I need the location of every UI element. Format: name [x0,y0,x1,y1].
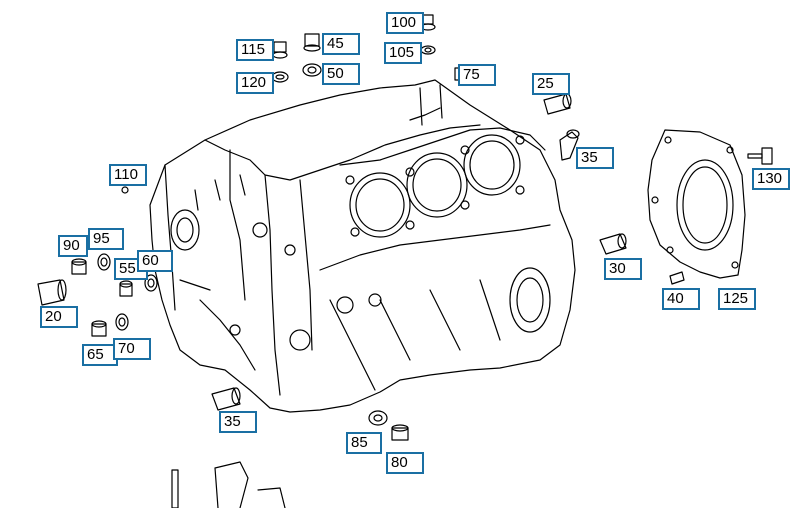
callout-105[interactable]: 105 [384,42,422,64]
callout-120[interactable]: 120 [236,72,274,94]
callout-125[interactable]: 125 [718,288,756,310]
callout-35-top[interactable]: 35 [576,147,614,169]
callout-130[interactable]: 130 [752,168,790,190]
callout-70[interactable]: 70 [113,338,151,360]
callout-100[interactable]: 100 [386,12,424,34]
callout-110[interactable]: 110 [109,164,147,186]
callout-45[interactable]: 45 [322,33,360,55]
callout-50[interactable]: 50 [322,63,360,85]
callout-75[interactable]: 75 [458,64,496,86]
callout-85[interactable]: 85 [346,432,382,454]
small-parts [37,14,773,508]
callout-30[interactable]: 30 [604,258,642,280]
callout-60[interactable]: 60 [137,250,173,272]
callout-95[interactable]: 95 [88,228,124,250]
callout-20[interactable]: 20 [40,306,78,328]
callout-80[interactable]: 80 [386,452,424,474]
callout-35-bottom[interactable]: 35 [219,411,257,433]
rear-seal-cover [647,129,746,279]
callout-115[interactable]: 115 [236,39,274,61]
callout-25[interactable]: 25 [532,73,570,95]
engine-block [149,79,576,413]
callout-90[interactable]: 90 [58,235,88,257]
callout-40[interactable]: 40 [662,288,700,310]
